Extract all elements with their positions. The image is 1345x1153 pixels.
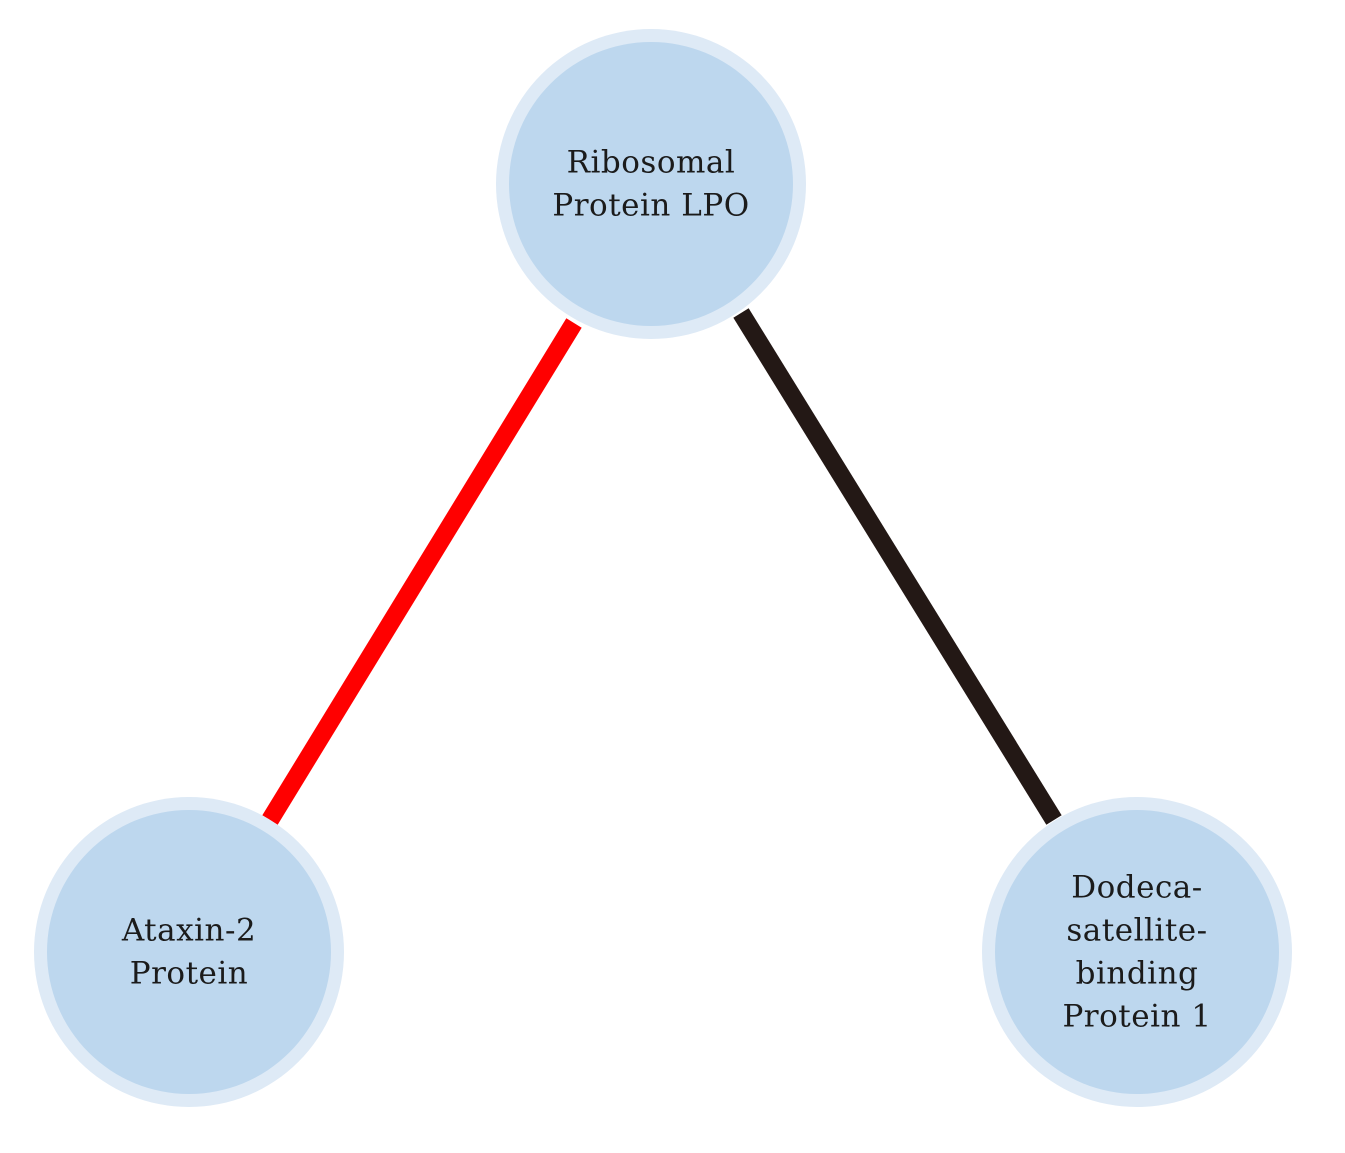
node-label-line: Protein xyxy=(130,956,249,992)
node-label-line: Ataxin-2 xyxy=(121,913,256,949)
node-circle xyxy=(995,810,1279,1094)
edges-layer xyxy=(262,308,1062,825)
node-label-line: binding xyxy=(1076,956,1199,992)
node-circle xyxy=(47,810,331,1094)
edge-rplp0-dsbp1 xyxy=(733,308,1062,825)
node-circle xyxy=(509,42,793,326)
node-label-line: Protein LPO xyxy=(552,188,749,224)
node-label-line: Ribosomal xyxy=(567,145,736,181)
node-label-line: Dodeca- xyxy=(1071,870,1203,906)
node-label-line: Protein 1 xyxy=(1062,999,1211,1035)
edge-rplp0-atxn2 xyxy=(262,318,582,825)
node-label-line: satellite- xyxy=(1066,913,1207,949)
